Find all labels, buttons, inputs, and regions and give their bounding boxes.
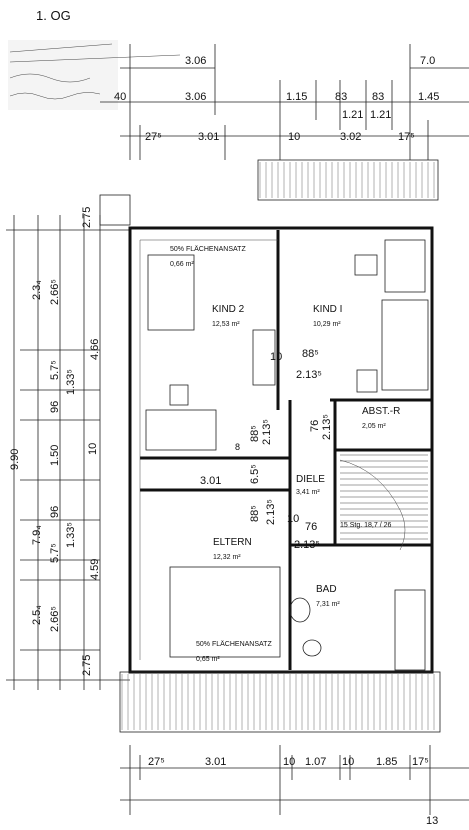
floor-heading: 1. OG [36, 8, 71, 23]
dim-top-2-c: 1.15 [286, 91, 307, 103]
dim-top-1-b: 7.0 [420, 55, 435, 67]
room-abstr-area: 2,05 m² [362, 423, 386, 430]
room-eltern-area: 12,32 m² [213, 554, 241, 561]
room-kind1-area: 10,29 m² [313, 321, 341, 328]
left-dimensions [6, 215, 130, 690]
room-diele-area: 3,41 m² [296, 489, 320, 496]
dim-top-3-c: 10 [288, 131, 300, 143]
dim-bot-1-d: 1.07 [305, 756, 326, 768]
dim-inner-12: 10 [287, 513, 299, 525]
note-flaeche-bottom-val: 0,65 m² [196, 656, 220, 663]
dim-inner-10: 88⁵ [249, 505, 261, 522]
roof-hatch-bottom [119, 671, 441, 733]
dim-top-2-a: 40 [114, 91, 126, 103]
room-kind2-area: 12,53 m² [212, 321, 240, 328]
note-flaeche-top-val: 0,66 m² [170, 261, 194, 268]
dim-left-c2-c: 96 [49, 401, 61, 413]
dim-left-c1-c: 2.5₄ [31, 605, 43, 625]
room-abstr-name: ABST.-R [362, 406, 400, 417]
dim-top-2b-b: 1.21 [370, 109, 391, 121]
dim-left-c1-a: 2.3₄ [31, 280, 43, 300]
dim-inner-14: 2.13⁵ [294, 539, 320, 551]
dim-inner-2: 2.13⁵ [296, 369, 322, 381]
stamp-smudge [8, 40, 181, 110]
furniture [145, 239, 429, 671]
room-bad-name: BAD [316, 584, 337, 595]
room-diele-name: DIELE [296, 474, 325, 485]
dim-left-c3-b: 1.33⁵ [65, 522, 77, 548]
dim-left-c2-i: 2.75 [81, 655, 93, 676]
dim-top-1-a: 3.06 [185, 55, 206, 67]
dim-left-outer: 9.90 [9, 449, 21, 470]
dim-inner-11: 2.13⁵ [265, 499, 277, 525]
dim-inner-9: 3.01 [200, 475, 221, 487]
dim-top-2-f: 1.45 [418, 91, 439, 103]
dim-top-2-e: 83 [372, 91, 384, 103]
dim-bot-1-a: 27⁵ [148, 756, 165, 768]
dim-left-c2-b: 5.7⁵ [49, 360, 61, 380]
dim-left-c4-a: 4.66 [89, 339, 101, 360]
dim-inner-13: 76 [305, 521, 317, 533]
dim-top-3-d: 3.02 [340, 131, 361, 143]
room-kind1-name: KIND I [313, 304, 342, 315]
top-dimensions: 3.06 7.0 40 3.06 1.15 83 83 1.45 1.21 1.… [100, 44, 469, 160]
roof-hatch-lines [259, 162, 435, 198]
note-stair: 15 Stg. 18,7 / 26 [340, 522, 391, 529]
dim-left-c3-a: 1.33⁵ [65, 369, 77, 395]
dim-inner-7: 8 [235, 442, 240, 452]
room-bad-area: 7,31 m² [316, 601, 340, 608]
dim-inner-1: 88⁵ [302, 348, 319, 360]
dim-top-2-b: 3.06 [185, 91, 206, 103]
roof-hatch-top [99, 159, 439, 226]
dim-top-3-e: 17⁵ [398, 131, 415, 143]
dim-bot-2-a: 13 [426, 815, 438, 827]
dim-bot-1-b: 3.01 [205, 756, 226, 768]
dim-left-c1-b: 7.9₄ [31, 525, 43, 545]
dim-left-c4-b: 4.59 [89, 559, 101, 580]
room-eltern-name: ELTERN [213, 537, 252, 548]
dim-left-c2-e: 96 [49, 506, 61, 518]
dim-top-2b-a: 1.21 [342, 109, 363, 121]
dim-inner-3: 76 [309, 420, 321, 432]
dim-top-3-a: 27⁵ [145, 131, 162, 143]
dim-bot-1-c: 10 [283, 756, 295, 768]
dim-left-c2-h: 2.75 [81, 207, 93, 228]
dim-inner-8: 6.5⁵ [249, 464, 261, 484]
dim-bot-1-f: 1.85 [376, 756, 397, 768]
dim-inner-4: 2.13⁵ [321, 414, 333, 440]
dim-left-c2-d: 1.50 [49, 445, 61, 466]
dim-top-2-d: 83 [335, 91, 347, 103]
bottom-dimensions [120, 745, 469, 815]
room-kind2-name: KIND 2 [212, 304, 245, 315]
dim-left-c2-a: 2.66⁵ [49, 279, 61, 305]
roof-hatch-bottom-lines [121, 674, 435, 730]
dim-bot-1-e: 10 [342, 756, 354, 768]
dim-left-c3-c: 10 [87, 443, 99, 455]
dim-inner-6: 2.13⁵ [261, 419, 273, 445]
staircase [340, 454, 428, 540]
dim-inner-5: 88⁵ [249, 425, 261, 442]
note-flaeche-bottom: 50% FLÄCHENANSATZ [196, 640, 272, 648]
dim-left-c2-f: 5.7⁵ [49, 543, 61, 563]
note-flaeche-top: 50% FLÄCHENANSATZ [170, 245, 246, 253]
dim-bot-1-g: 17⁵ [412, 756, 429, 768]
dim-left-c2-g: 2.66⁵ [49, 606, 61, 632]
dim-inner-0: 10 [270, 351, 282, 363]
dim-top-3-b: 3.01 [198, 131, 219, 143]
